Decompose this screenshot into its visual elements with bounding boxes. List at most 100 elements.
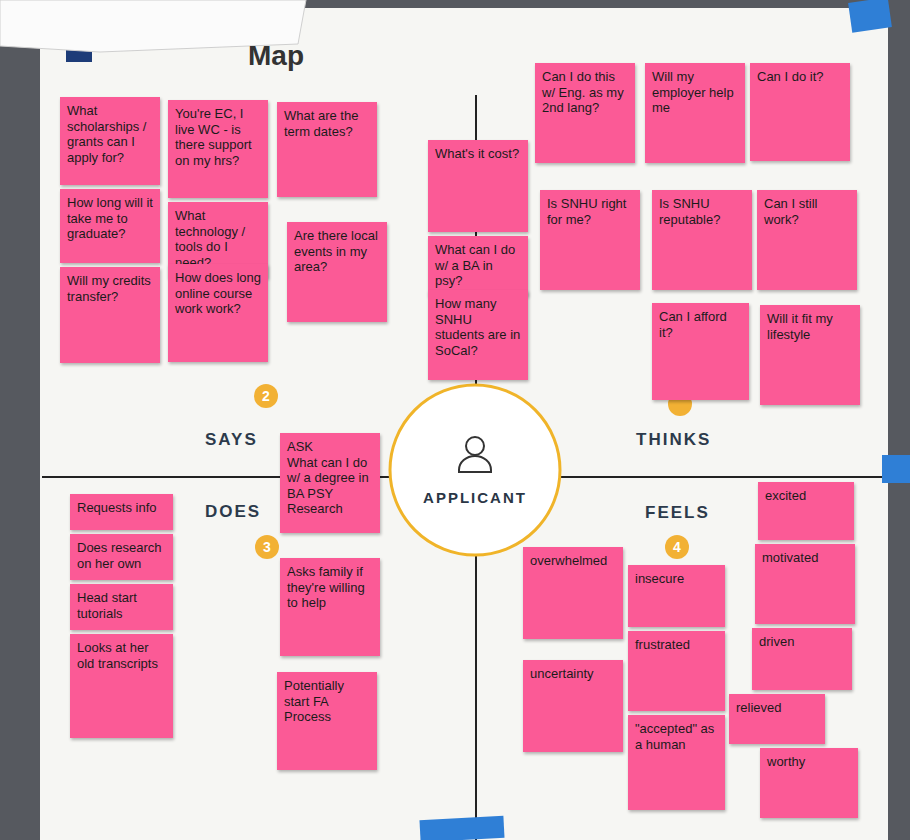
- sticky-note: motivated: [755, 544, 855, 624]
- sticky-note: Is SNHU right for me?: [540, 190, 640, 290]
- quadrant-label: FEELS: [645, 503, 710, 523]
- note-body: overwhelmed: [530, 553, 617, 569]
- note-text: What technology / tools do I need?: [175, 208, 262, 270]
- note-body: What can I do w/ a BA in psy?: [435, 242, 522, 289]
- person-icon: [466, 437, 484, 455]
- note-body: Can I do it?: [757, 69, 844, 85]
- note-text: insecure: [635, 571, 719, 587]
- note-text: uncertainty: [530, 666, 617, 682]
- sticky-note: Requests info: [70, 494, 173, 530]
- note-body: Potentially start FA Process: [284, 678, 371, 725]
- note-text: Is SNHU reputable?: [659, 196, 746, 227]
- quadrant-label: SAYS: [205, 430, 258, 450]
- note-body: Does research on her own: [77, 540, 167, 571]
- note-text: Will my credits transfer?: [67, 273, 154, 304]
- note-text: How many SNHU students are in SoCal?: [435, 296, 522, 358]
- note-text: Requests info: [77, 500, 167, 516]
- note-body: What scholarships / grants can I apply f…: [67, 103, 154, 165]
- sticky-note: Does research on her own: [70, 534, 173, 580]
- sticky-note: How many SNHU students are in SoCal?: [428, 290, 528, 380]
- note-body: Will it fit my lifestyle: [767, 311, 854, 342]
- person-icon: [459, 456, 491, 472]
- sticky-note: Potentially start FA Process: [277, 672, 377, 770]
- note-body: insecure: [635, 571, 719, 587]
- note-body: Can I do this w/ Eng. as my 2nd lang?: [542, 69, 629, 116]
- note-body: relieved: [736, 700, 819, 716]
- note-body: motivated: [762, 550, 849, 566]
- sticky-note: What's it cost?: [428, 140, 528, 232]
- sticky-note: driven: [752, 628, 852, 690]
- sticky-note: Can I afford it?: [652, 303, 749, 400]
- sticky-note: You're EC, I live WC - is there support …: [168, 100, 268, 198]
- note-text: motivated: [762, 550, 849, 566]
- note-body: Asks family if they're willing to help: [287, 564, 374, 611]
- note-text: Is SNHU right for me?: [547, 196, 634, 227]
- persona-label: APPLICANT: [390, 489, 560, 507]
- sticky-note: frustrated: [628, 631, 725, 711]
- note-text: Looks at her old transcripts: [77, 640, 167, 671]
- tape: [882, 455, 910, 483]
- note-body: How long will it take me to graduate?: [67, 195, 154, 242]
- note-body: Is SNHU reputable?: [659, 196, 746, 227]
- note-text: What's it cost?: [435, 146, 522, 162]
- sticky-note: overwhelmed: [523, 547, 623, 639]
- sticky-note: Will my credits transfer?: [60, 267, 160, 363]
- persona-circle: APPLICANT: [390, 385, 560, 555]
- sticky-note: relieved: [729, 694, 825, 744]
- map-title: Map: [248, 40, 304, 72]
- note-text: driven: [759, 634, 846, 650]
- sticky-note: How long will it take me to graduate?: [60, 189, 160, 263]
- note-text: Can I do this w/ Eng. as my 2nd lang?: [542, 69, 629, 116]
- number-badge: [254, 384, 278, 408]
- note-text: Does research on her own: [77, 540, 167, 571]
- quadrant-line: [475, 555, 477, 840]
- note-body: What's it cost?: [435, 146, 522, 162]
- note-body: What are the term dates?: [284, 108, 371, 139]
- note-body: frustrated: [635, 637, 719, 653]
- sticky-note: Can I still work?: [757, 190, 857, 290]
- tape: [848, 0, 892, 33]
- sticky-note: ASKWhat can I do w/ a degree in BA PSYRe…: [280, 433, 380, 533]
- quadrant-label: THINKS: [636, 430, 711, 450]
- note-text: What can I do w/ a degree in BA PSY: [287, 455, 374, 502]
- number-badge: [665, 535, 689, 559]
- note-text: Are there local events in my area?: [294, 228, 381, 275]
- sticky-note: What can I do w/ a BA in psy?: [428, 236, 528, 296]
- paper-sheet: [40, 8, 888, 840]
- note-text: Potentially start FA Process: [284, 678, 371, 725]
- note-body: driven: [759, 634, 846, 650]
- note-body: Can I still work?: [764, 196, 851, 227]
- sticky-note: "accepted" as a human: [628, 715, 725, 810]
- sticky-note: worthy: [760, 748, 858, 818]
- note-text: Can I do it?: [757, 69, 844, 85]
- note-text: What are the term dates?: [284, 108, 371, 139]
- sticky-note: Will it fit my lifestyle: [760, 305, 860, 405]
- note-text: overwhelmed: [530, 553, 617, 569]
- note-body: "accepted" as a human: [635, 721, 719, 752]
- note-body: Will my credits transfer?: [67, 273, 154, 304]
- note-body: uncertainty: [530, 666, 617, 682]
- sticky-note: Asks family if they're willing to help: [280, 558, 380, 656]
- sticky-note: What are the term dates?: [277, 102, 377, 197]
- sticky-note: What scholarships / grants can I apply f…: [60, 97, 160, 185]
- note-body: How does long online course work work?: [175, 270, 262, 317]
- note-text: excited: [765, 488, 848, 504]
- note-text: How long will it take me to graduate?: [67, 195, 154, 242]
- note-text: Can I still work?: [764, 196, 851, 227]
- note-text: Head start tutorials: [77, 590, 167, 621]
- sticky-note: Looks at her old transcripts: [70, 634, 173, 738]
- note-body: You're EC, I live WC - is there support …: [175, 106, 262, 168]
- note-body: Will my employer help me: [652, 69, 739, 116]
- note-body: Looks at her old transcripts: [77, 640, 167, 671]
- note-text: relieved: [736, 700, 819, 716]
- note-body: worthy: [767, 754, 852, 770]
- note-text: ASK: [287, 439, 374, 455]
- note-body: ASKWhat can I do w/ a degree in BA PSYRe…: [287, 439, 374, 517]
- note-body: Requests info: [77, 500, 167, 516]
- note-text: Can I afford it?: [659, 309, 743, 340]
- note-body: How many SNHU students are in SoCal?: [435, 296, 522, 358]
- sticky-note: Is SNHU reputable?: [652, 190, 752, 290]
- sticky-note: How does long online course work work?: [168, 264, 268, 362]
- note-body: excited: [765, 488, 848, 504]
- callout-number: 4: [665, 538, 689, 556]
